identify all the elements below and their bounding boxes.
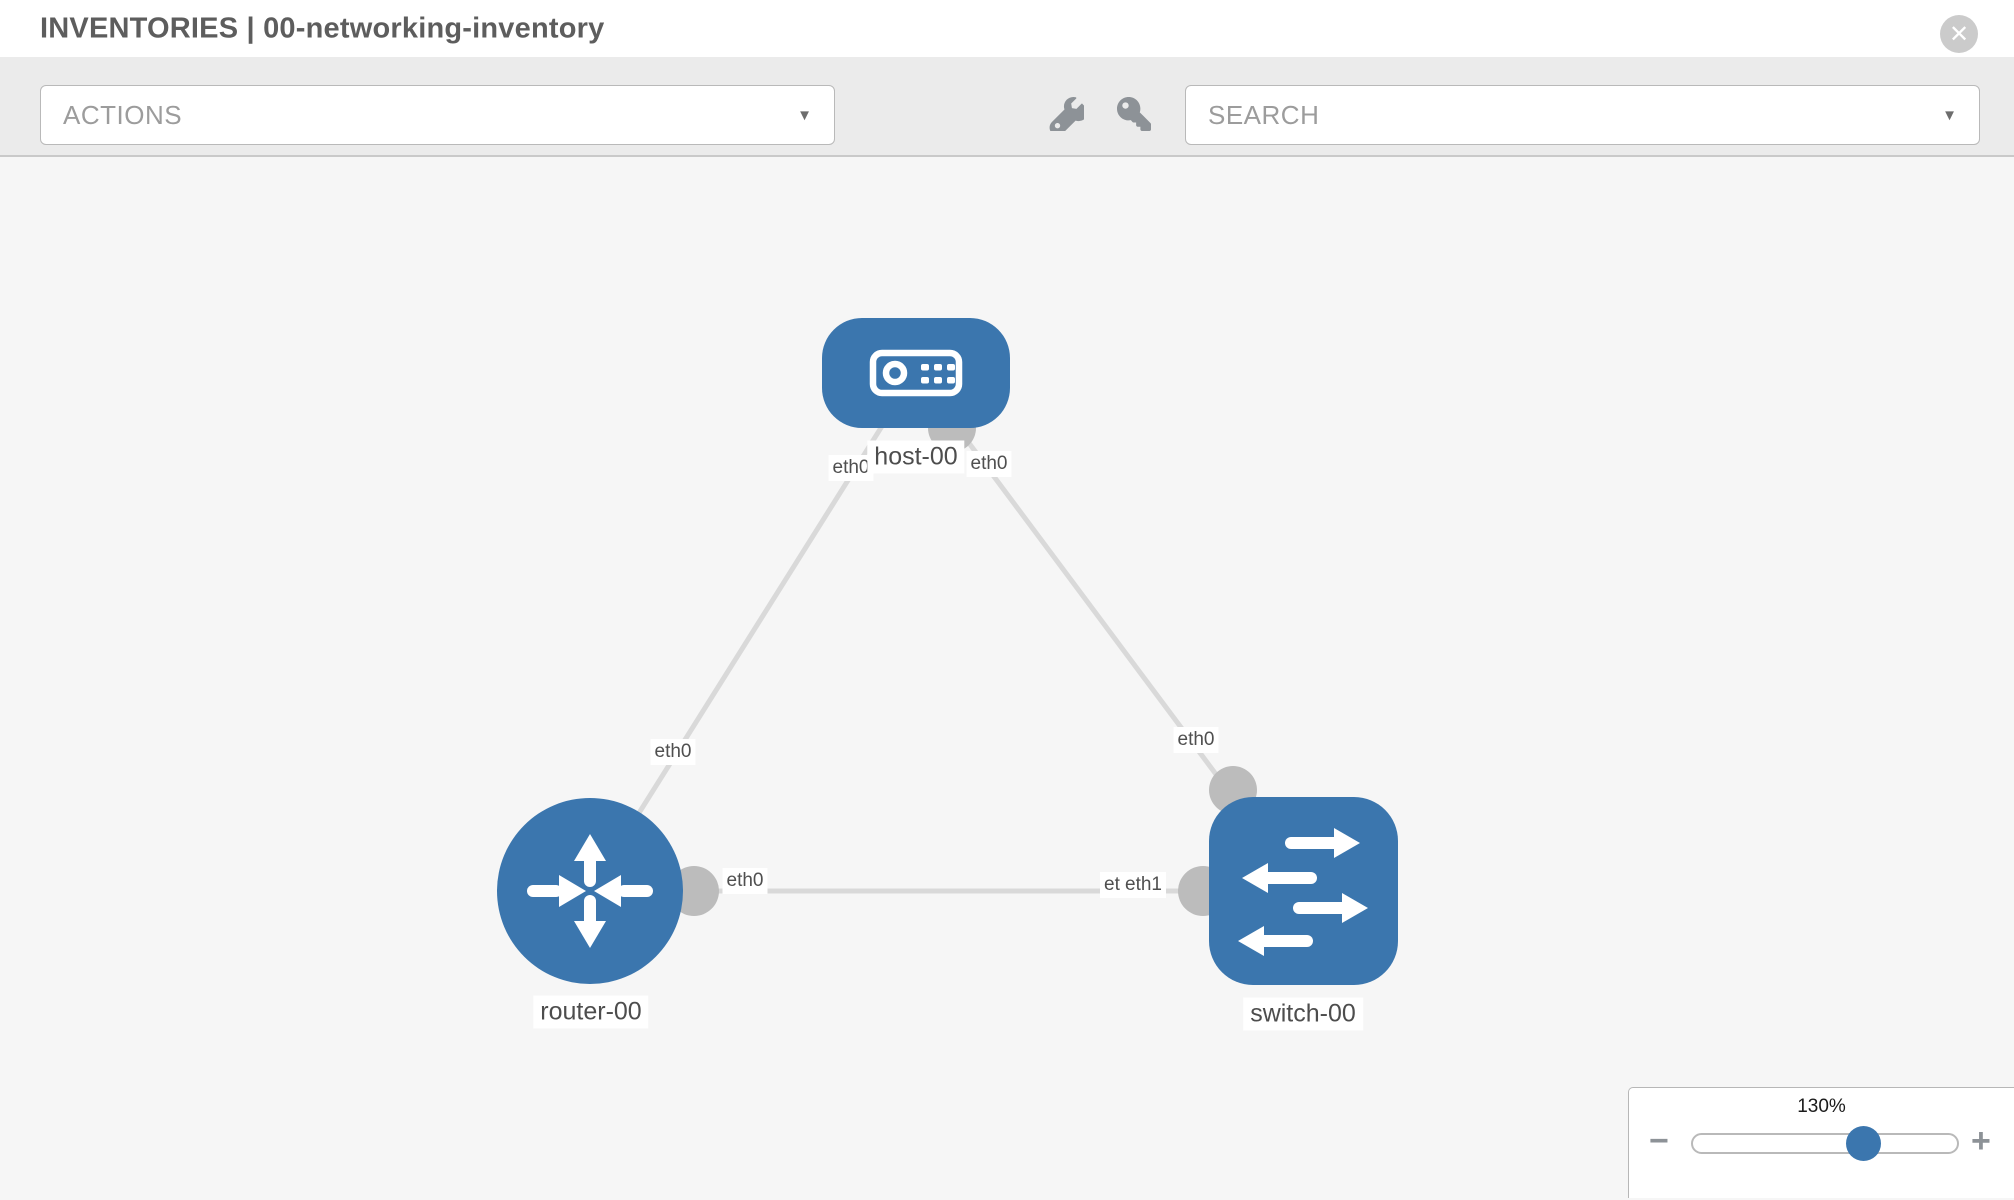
node-label-router: router-00 <box>533 995 649 1029</box>
toolbar: ACTIONS ▼ SEARCH ▼ <box>0 57 2014 157</box>
zoom-slider-handle[interactable] <box>1846 1126 1881 1161</box>
search-input-placeholder: SEARCH <box>1208 99 1320 130</box>
if-label-router-eth0-top: eth0 <box>650 739 696 765</box>
if-label-mid-eth1: eth1 <box>1121 872 1166 898</box>
zoom-level-value: 130% <box>1797 1096 1846 1117</box>
breadcrumb-header: INVENTORIES | 00-networking-inventory ✕ <box>0 0 2014 57</box>
close-glyph: ✕ <box>1948 20 1970 48</box>
zoom-out-button[interactable]: − <box>1649 1122 1669 1160</box>
switch-icon <box>1238 828 1368 956</box>
chevron-down-icon: ▼ <box>797 106 812 124</box>
zoom-control-panel: 130% − + <box>1628 1087 2014 1198</box>
zoom-slider-track[interactable] <box>1691 1133 1959 1154</box>
zoom-in-button[interactable]: + <box>1971 1122 1991 1160</box>
search-dropdown[interactable]: SEARCH ▼ <box>1185 85 1980 145</box>
key-icon[interactable] <box>1116 97 1152 131</box>
node-label-switch: switch-00 <box>1243 997 1363 1031</box>
node-host-00[interactable] <box>822 318 1010 428</box>
page-title: INVENTORIES | 00-networking-inventory <box>40 12 605 44</box>
if-label-host-eth0-left: eth0 <box>828 455 874 481</box>
wrench-icon[interactable] <box>1048 96 1089 136</box>
node-label-host: host-00 <box>867 440 965 474</box>
if-label-mid-eth0: eth0 <box>722 868 768 894</box>
close-icon[interactable]: ✕ <box>1940 15 1978 53</box>
topology-canvas[interactable]: host-00 router-00 switch-00 eth0 eth0 et… <box>0 157 2014 1198</box>
node-switch-00[interactable] <box>1209 797 1398 985</box>
server-icon <box>869 349 963 397</box>
topology-graph <box>497 318 1398 985</box>
if-label-host-eth0-right: eth0 <box>966 451 1012 477</box>
actions-dropdown[interactable]: ACTIONS ▼ <box>40 85 835 145</box>
actions-dropdown-label: ACTIONS <box>63 99 183 130</box>
chevron-down-icon: ▼ <box>1942 106 1957 124</box>
router-icon <box>527 834 653 948</box>
if-label-switch-eth0-top: eth0 <box>1173 727 1219 753</box>
node-router-00[interactable] <box>497 798 683 984</box>
